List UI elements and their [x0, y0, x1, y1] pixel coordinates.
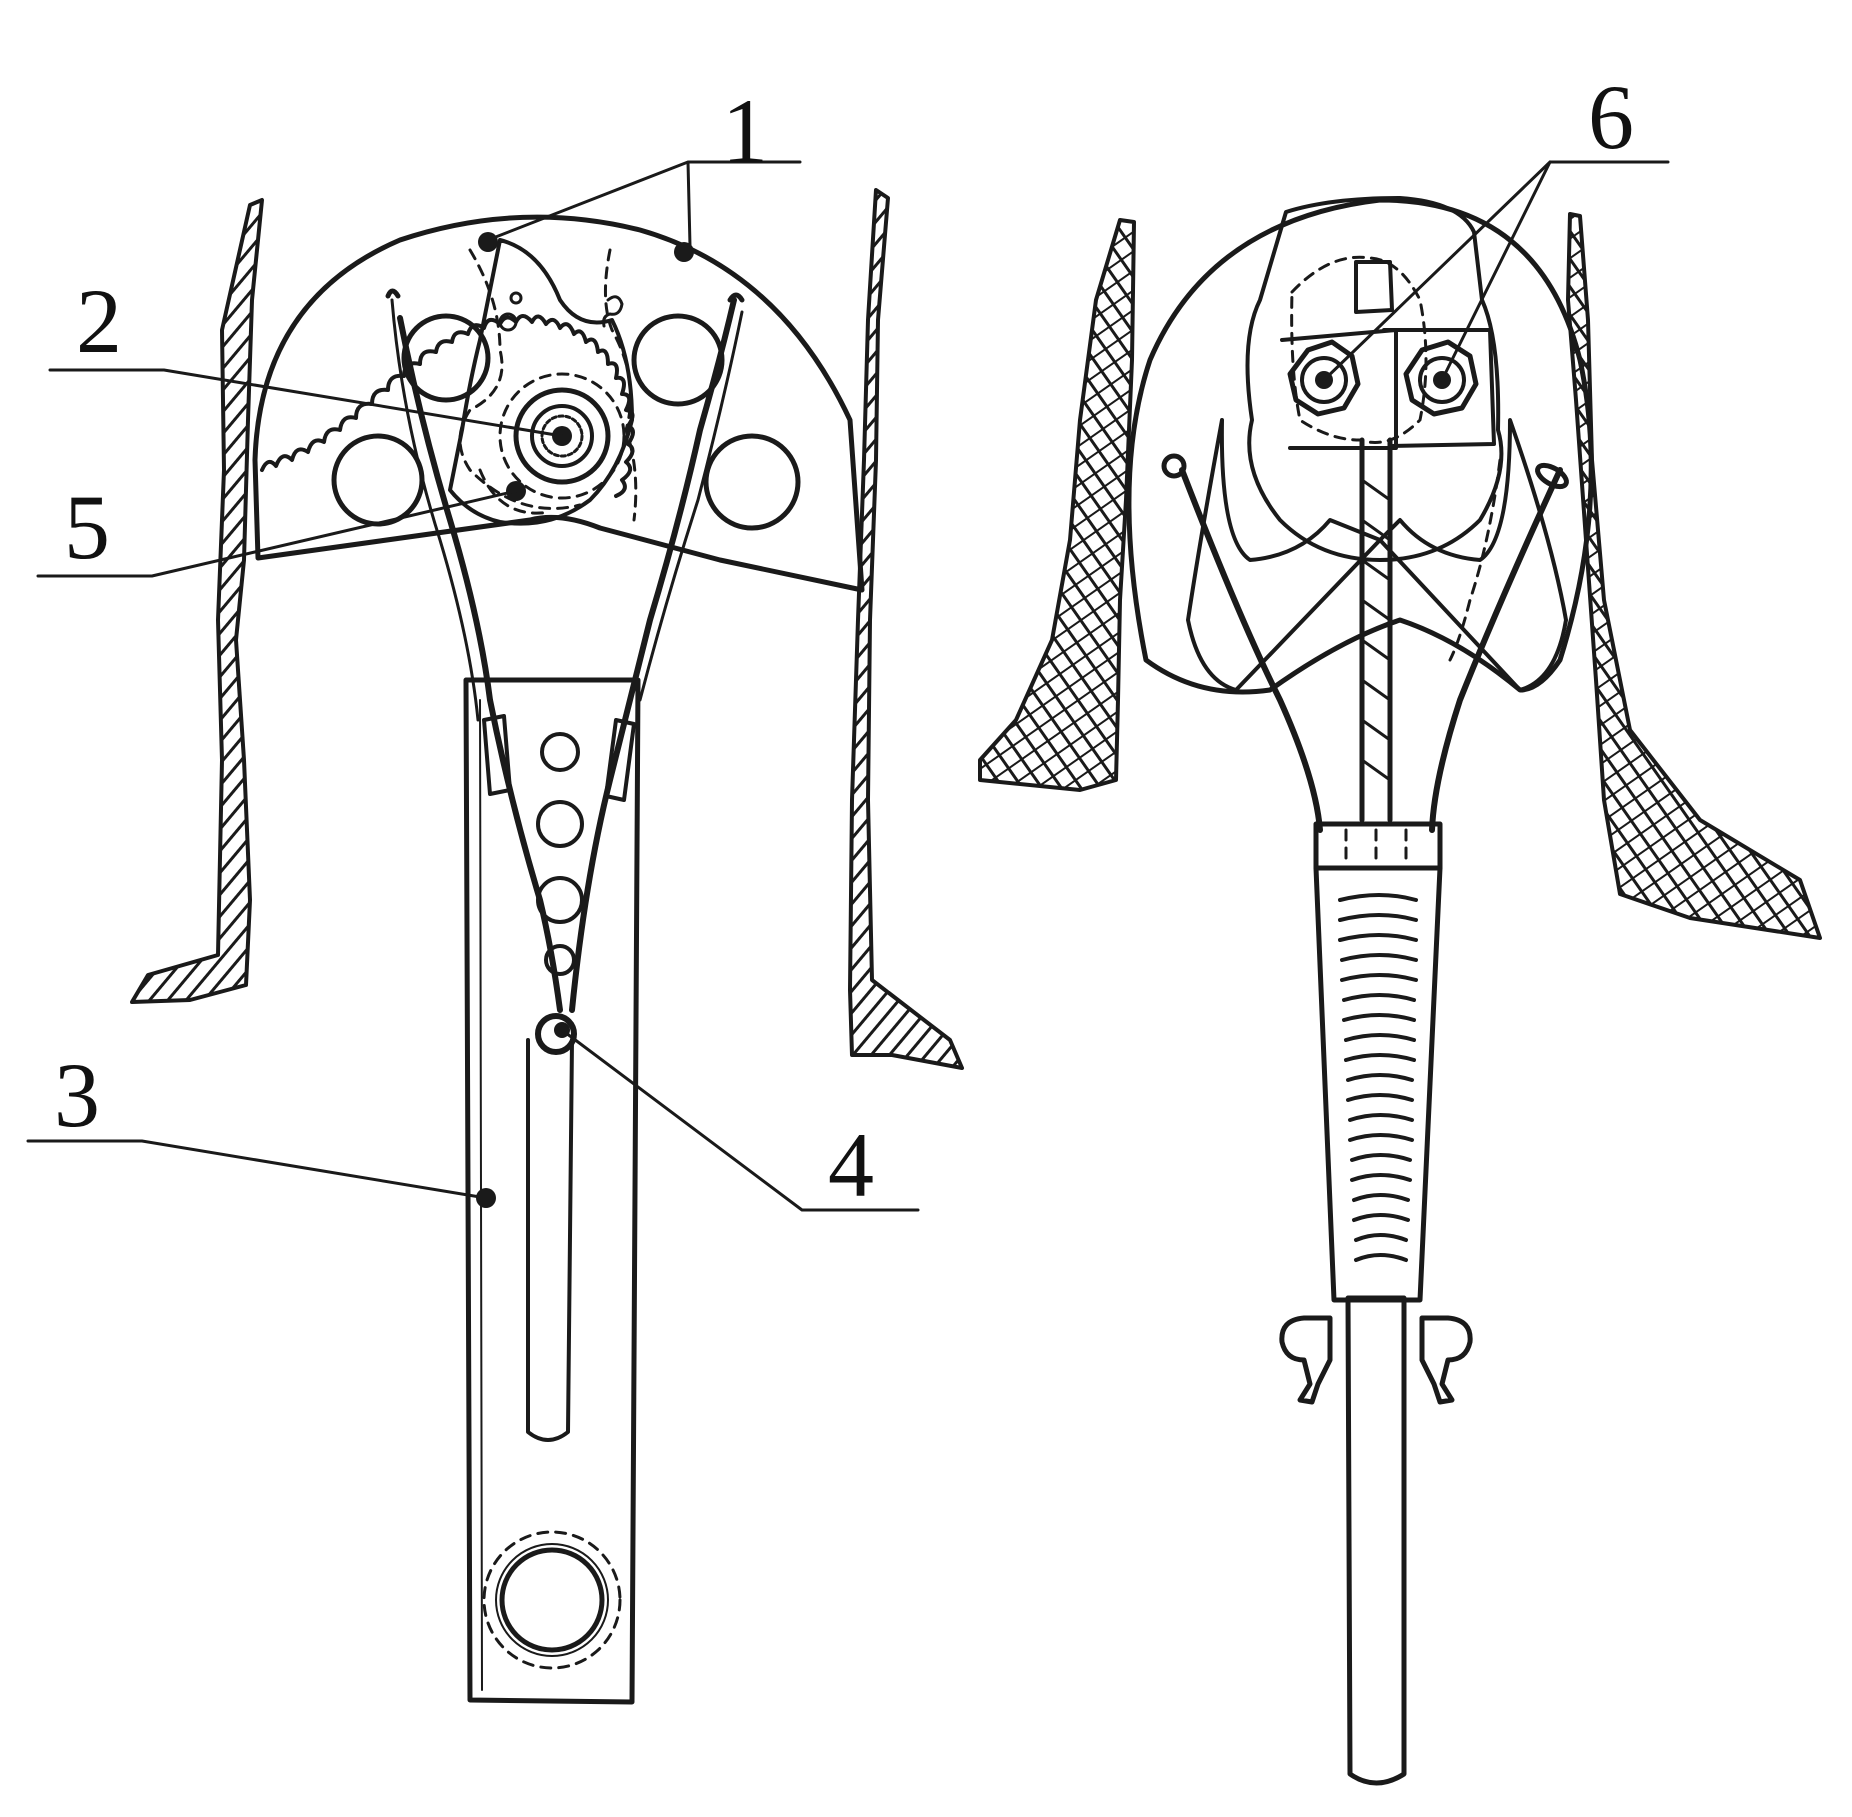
drive-bracket-dashed-outline	[458, 248, 582, 510]
leader-1-dot-a	[478, 232, 498, 252]
leader-4	[560, 1028, 920, 1212]
rail-foot-bolt-dashed	[482, 1530, 622, 1670]
sector-gear-plate	[252, 214, 865, 593]
left-view	[130, 188, 964, 1705]
mounting-lug-left	[1279, 1315, 1333, 1405]
rail-foot-bolt-inner	[495, 1543, 609, 1657]
drive-nut-right	[1403, 339, 1479, 417]
coupling-block-detail	[1344, 828, 1408, 864]
sector-gear-teeth	[260, 314, 635, 498]
guide-rail-slot	[526, 1038, 574, 1442]
arm-end-hook-left	[385, 288, 401, 299]
rail-hole-1	[540, 732, 580, 772]
drive-nut-left	[1287, 339, 1361, 417]
cable-end-right	[1535, 462, 1569, 490]
bracket-spring-clip	[602, 295, 624, 328]
drive-nut-right-ring	[1418, 356, 1466, 404]
lower-dashed-guide	[1448, 458, 1502, 662]
callout-label-5: 5	[64, 476, 110, 578]
drive-bracket-dashed-outline-2	[604, 248, 638, 522]
arm-strap-left	[482, 714, 512, 796]
bracket-rivet-small-2	[509, 291, 523, 305]
right-view	[978, 196, 1822, 1786]
drive-shaft-hub-dashed-ring	[498, 372, 626, 500]
leader-5	[36, 489, 518, 578]
plate-hole-lower-left	[331, 433, 425, 527]
leader-6	[1322, 160, 1670, 382]
callout-label-6: 6	[1588, 66, 1634, 168]
drive-bracket	[448, 238, 634, 526]
drive-shaft-hub-inner	[530, 404, 594, 468]
callout-labels: 1 2 3 4 5 6	[54, 66, 1634, 1216]
plate-hole-upper-left	[401, 313, 491, 403]
drive-nut-left-ring	[1300, 356, 1348, 404]
drive-shaft-hub-outer	[513, 387, 611, 485]
output-rod	[1345, 1295, 1407, 1786]
lifting-arm-right	[569, 297, 737, 1013]
plate-hole-lower-right	[703, 433, 801, 531]
drive-shaft-hub-splines	[540, 414, 584, 458]
left-door-panel-section	[130, 198, 264, 1004]
leader-2	[48, 368, 564, 438]
spring-coil	[1338, 893, 1418, 1262]
leader-3-dot	[476, 1188, 496, 1208]
rail-hole-3	[536, 876, 584, 924]
guide-rail	[463, 677, 641, 1705]
top-square-fitting	[1354, 260, 1394, 314]
inner-dashed-outline	[1290, 255, 1428, 444]
lifting-arm-right-inner	[638, 310, 744, 702]
housing-shell	[1126, 197, 1594, 695]
rail-foot-bolt	[499, 1547, 605, 1653]
lower-wing-left	[1186, 418, 1382, 692]
spring-tube	[1313, 865, 1443, 1303]
arm-strap-right	[604, 718, 636, 802]
right-view-left-door-section	[978, 218, 1136, 792]
lower-wing-right	[1378, 418, 1568, 692]
right-view-right-door-section	[1566, 212, 1822, 940]
pivot-dashed-arc	[478, 468, 552, 515]
cable-right	[1429, 467, 1563, 833]
leader-1-dot-b	[674, 242, 694, 262]
slider-roller	[535, 1013, 577, 1055]
bracket-rivet-small	[498, 312, 518, 332]
callout-leaders	[26, 160, 1670, 1212]
central-column-twist	[1360, 478, 1392, 782]
inner-mount-plate	[1245, 196, 1504, 562]
right-door-panel-section	[848, 188, 964, 1070]
callout-label-2: 2	[76, 270, 122, 372]
coupling-block	[1313, 821, 1443, 871]
rail-hole-2	[536, 800, 584, 848]
cable-left	[1179, 467, 1323, 833]
nut-frame	[1280, 328, 1398, 450]
callout-label-1: 1	[722, 80, 768, 182]
leader-3	[26, 1139, 488, 1200]
callout-label-3: 3	[54, 1044, 100, 1146]
callout-label-4: 4	[828, 1114, 874, 1216]
arm-end-hook-right	[727, 292, 745, 303]
lifting-arm-left-inner	[390, 298, 480, 722]
nut-frame-right	[1382, 328, 1496, 448]
mounting-lug-right	[1419, 1315, 1473, 1405]
cable-end-left	[1161, 453, 1187, 479]
central-column	[1359, 437, 1393, 823]
leader-1	[486, 160, 802, 248]
rail-hole-4	[544, 944, 576, 976]
